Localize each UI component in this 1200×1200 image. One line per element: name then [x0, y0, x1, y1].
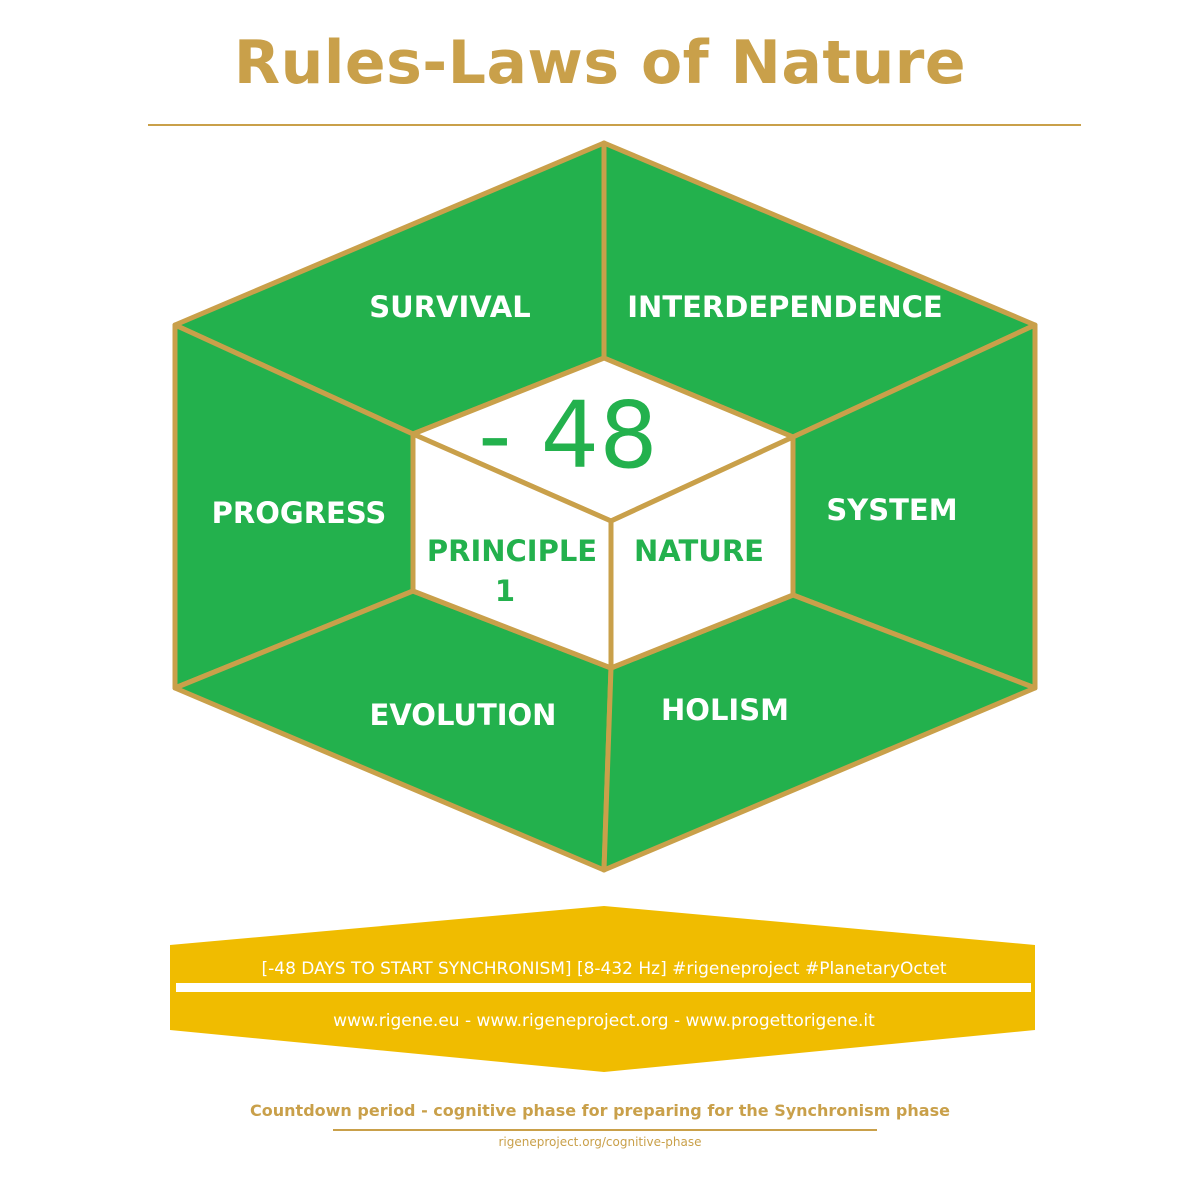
label-principle-number: 1	[495, 574, 515, 608]
banner-line-2[interactable]: www.rigene.eu - www.rigeneproject.org - …	[333, 1011, 875, 1031]
footer-url-link[interactable]: rigeneproject.org/cognitive-phase	[498, 1135, 702, 1149]
label-survival: SURVIVAL	[369, 290, 530, 324]
page-title: Rules-Laws of Nature	[233, 28, 967, 98]
label-principle: PRINCIPLE	[427, 534, 597, 568]
label-holism: HOLISM	[661, 693, 789, 727]
label-evolution: EVOLUTION	[370, 698, 557, 732]
label-interdependence: INTERDEPENDENCE	[627, 290, 942, 324]
label-progress: PROGRESS	[212, 496, 387, 530]
banner-line-1: [-48 DAYS TO START SYNCHRONISM] [8-432 H…	[261, 959, 946, 979]
label-nature: NATURE	[634, 534, 764, 568]
banner-divider	[176, 983, 1031, 992]
countdown-number: - 48	[478, 382, 658, 489]
footer-divider	[333, 1129, 877, 1131]
title-divider	[148, 124, 1081, 126]
footer-description: Countdown period - cognitive phase for p…	[250, 1101, 950, 1120]
inner-right-face	[608, 434, 796, 671]
label-system: SYSTEM	[826, 493, 957, 527]
